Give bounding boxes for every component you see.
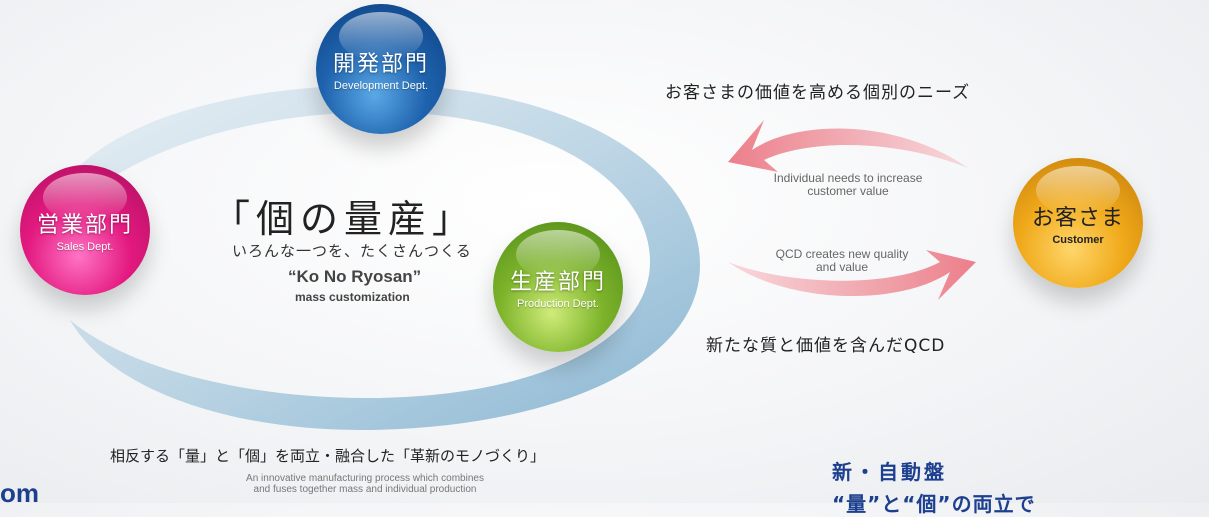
- customer-label: お客さま: [1031, 206, 1124, 231]
- needs-label-en-line1: Individual needs to increase: [773, 171, 923, 185]
- needs-label-en: Individual needs to increase customer va…: [748, 172, 948, 198]
- development-dept-label-en: Development Dept.: [333, 80, 429, 92]
- arrow-needs: [728, 120, 968, 172]
- production-dept-label-en: Production Dept.: [517, 298, 599, 310]
- bottom-caption-en-line2: and fuses together mass and individual p…: [253, 484, 477, 495]
- development-dept-label: 開発部門: [332, 52, 429, 77]
- qcd-label-en-line1: QCD creates new quality: [775, 247, 909, 261]
- production-dept-orb: 生産部門 Production Dept.: [493, 222, 623, 352]
- production-dept-label: 生産部門: [509, 270, 606, 295]
- qcd-label-en: QCD creates new quality and value: [742, 248, 942, 274]
- concept-name-en: “Ko No Ryosan”: [288, 267, 422, 286]
- bottom-caption-en-line1: An innovative manufacturing process whic…: [246, 473, 484, 484]
- development-dept-orb: 開発部門 Development Dept.: [316, 4, 446, 134]
- arrow-qcd: [728, 250, 976, 300]
- diagram-background: [40, 85, 976, 430]
- sales-dept-orb: 営業部門 Sales Dept.: [20, 165, 150, 295]
- sales-dept-label: 営業部門: [36, 213, 133, 238]
- qcd-label-en-line2: and value: [815, 260, 869, 274]
- bottom-caption-jp: 相反する「量」と「個」を両立・融合した「革新のモノづくり」: [110, 447, 546, 465]
- footer-heading: 新・自動盤: [832, 460, 947, 484]
- sales-dept-label-en: Sales Dept.: [56, 241, 114, 253]
- needs-label-en-line2: customer value: [807, 184, 889, 198]
- qcd-label: 新たな質と価値を含んだQCD: [706, 336, 946, 356]
- bottom-caption-en: An innovative manufacturing process whic…: [160, 473, 570, 495]
- footer-left-fragment: om: [0, 478, 39, 508]
- concept-description-en: mass customization: [295, 290, 410, 304]
- concept-title: 「個の量産」: [212, 197, 477, 241]
- concept-subtitle-jp: いろんな一つを、たくさんつくる: [232, 242, 472, 260]
- customer-orb: お客さま Customer: [1013, 158, 1143, 288]
- needs-label: お客さまの価値を高める個別のニーズ: [665, 83, 971, 103]
- customer-label-en: Customer: [1052, 234, 1104, 246]
